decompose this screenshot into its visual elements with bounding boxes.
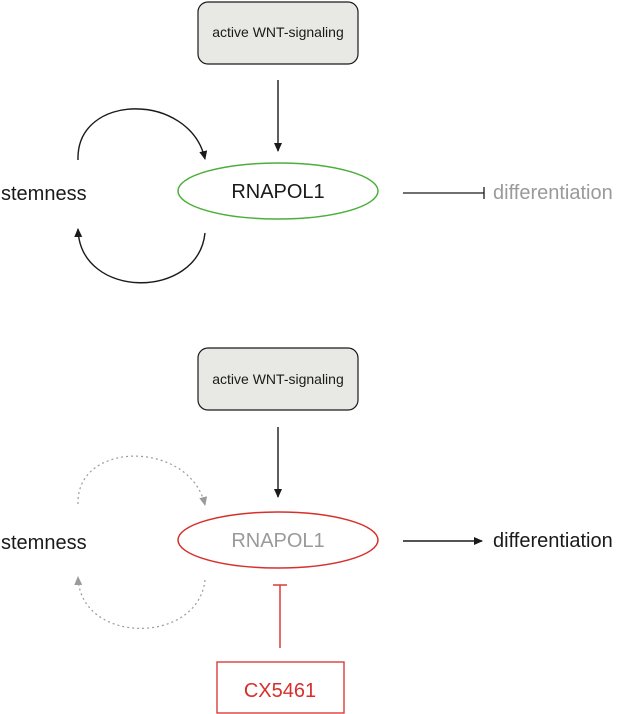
top-differentiation-label: differentiation — [493, 182, 613, 204]
top-feedback-arrow-upper — [77, 108, 208, 161]
bottom-differentiation-label: differentiation — [493, 530, 613, 552]
bottom-feedback-arrow-upper-dotted — [77, 455, 208, 506]
top-feedback-arrow-lower — [74, 228, 206, 284]
top-panel: active WNT-signaling RNAPOL1 stemness di… — [1, 1, 613, 284]
bottom-stemness-label: stemness — [1, 532, 87, 554]
cx5461-label: CX5461 — [244, 680, 316, 702]
bottom-rnapol1-label: RNAPOL1 — [231, 530, 324, 552]
top-rnapol1-label: RNAPOL1 — [231, 181, 324, 203]
top-wnt-signaling-box — [197, 1, 359, 65]
bottom-rnapol1-node — [177, 511, 379, 569]
bottom-wnt-signaling-label: active WNT-signaling — [212, 371, 344, 387]
bottom-feedback-arrow-lower-dotted — [74, 576, 206, 629]
top-stemness-label: stemness — [1, 183, 87, 205]
top-rnapol1-node — [177, 162, 379, 220]
cx5461-box — [216, 661, 345, 714]
top-wnt-signaling-label: active WNT-signaling — [212, 24, 344, 40]
bottom-panel: active WNT-signaling RNAPOL1 stemness di… — [1, 347, 613, 714]
bottom-wnt-signaling-box — [197, 347, 359, 411]
